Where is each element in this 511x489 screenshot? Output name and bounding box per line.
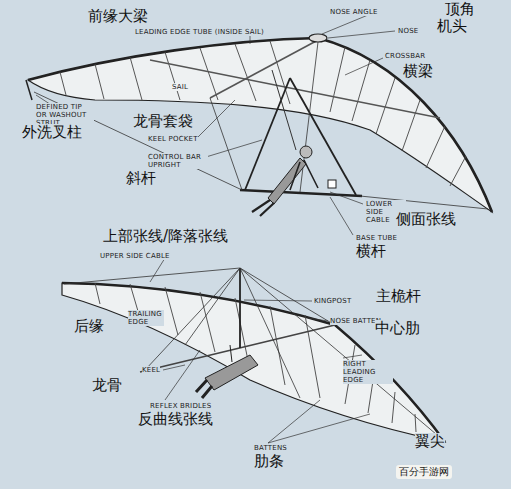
part-name-zh: 龙骨 [92, 377, 122, 394]
part-name-zh: 横梁 [403, 63, 433, 80]
part-name: REFLEX BRIDLES [150, 402, 211, 410]
part-name: NOSE ANGLE [330, 8, 378, 16]
part-name: CONTROL BAR UPRIGHT [148, 153, 208, 169]
part-name: SAIL [172, 83, 188, 91]
part-name-zh: 斜杆 [126, 170, 156, 187]
part-name-zh: 中心肋 [375, 320, 420, 337]
part-name: BASE TUBE [356, 234, 397, 242]
part-name-zh: 外洗叉柱 [22, 124, 82, 141]
part-name-zh: 翼尖 [415, 433, 445, 450]
part-name: KEEL POCKET [148, 135, 198, 143]
top-glider [26, 34, 492, 216]
part-name: UPPER SIDE CABLE [100, 252, 170, 260]
bottom-glider [62, 268, 445, 442]
part-name: NOSE BATTEN [330, 317, 381, 325]
part-name-zh: 机头 [437, 18, 467, 35]
part-name-zh: 肋条 [254, 453, 284, 470]
part-name-zh: 侧面张线 [396, 211, 456, 228]
part-name-zh: 主桅杆 [376, 288, 421, 305]
part-name-zh: 后缘 [74, 318, 104, 335]
part-name: BATTENS [254, 444, 287, 452]
part-name: RIGHT LEADING EDGE [343, 360, 393, 384]
part-name-zh: 前缘大梁 [88, 8, 148, 25]
part-name: LEADING EDGE TUBE (INSIDE SAIL) [135, 28, 264, 36]
part-name: TRAILING EDGE [128, 310, 164, 326]
part-name-zh: 上部张线/降落张线 [103, 228, 228, 245]
part-name: CROSSBAR [385, 52, 425, 60]
part-name: KINGPOST [314, 297, 351, 305]
part-name-zh: 龙骨套袋 [133, 113, 193, 130]
part-name: NOSE [398, 27, 418, 35]
leader-lines [36, 15, 442, 448]
part-name-zh: 反曲线张线 [138, 411, 213, 428]
part-name-zh: 顶角 [445, 1, 475, 18]
watermark: 百分手游网 [396, 465, 452, 479]
part-name: KEEL [142, 366, 160, 374]
part-name-zh: 横杆 [356, 243, 386, 260]
